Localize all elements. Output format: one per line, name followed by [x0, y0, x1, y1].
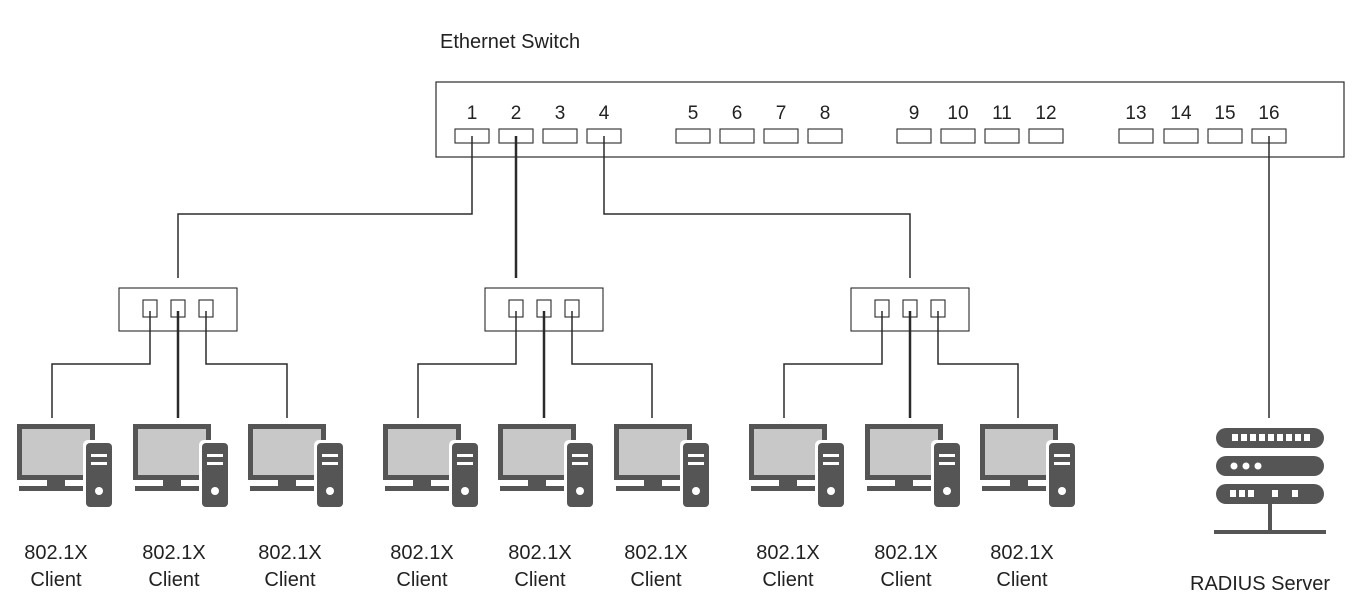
switch-port-9 [896, 128, 932, 144]
hub-port [170, 299, 186, 318]
network-cable [937, 311, 1019, 418]
client-computer: 802.1X Client [498, 424, 596, 591]
switch-port-7 [763, 128, 799, 144]
switch-port-14 [1163, 128, 1199, 144]
client-label-line2: Client [30, 569, 82, 591]
network-cable [205, 311, 288, 418]
hub-port [564, 299, 580, 318]
desktop-computer-icon [498, 424, 596, 510]
hub [484, 287, 604, 332]
switch-port-number: 4 [599, 103, 610, 124]
client-label-line1: 802.1X [874, 542, 937, 564]
switch-port-number: 7 [776, 103, 787, 124]
hub-port [536, 299, 552, 318]
desktop-computer-icon [614, 424, 712, 510]
server-icon [1214, 428, 1326, 534]
switch-port-number: 10 [947, 103, 968, 124]
switch-port-number: 9 [909, 103, 920, 124]
client-label-line2: Client [148, 569, 200, 591]
switch-port-12 [1028, 128, 1064, 144]
switch-port-15 [1207, 128, 1243, 144]
client-label-line1: 802.1X [508, 542, 571, 564]
switch-port-6 [719, 128, 755, 144]
switch-port-5 [675, 128, 711, 144]
client-computer: 802.1X Client [383, 424, 481, 591]
desktop-computer-icon [383, 424, 481, 510]
hub-port [930, 299, 946, 318]
desktop-computer-icon [248, 424, 346, 510]
desktop-computer-icon [980, 424, 1078, 510]
hub-port [508, 299, 524, 318]
network-links [51, 136, 1270, 418]
client-label-line1: 802.1X [624, 542, 687, 564]
switch-port-number: 13 [1125, 103, 1146, 124]
switch-port-number: 14 [1170, 103, 1192, 124]
network-cable [571, 311, 653, 418]
client-label-line1: 802.1X [756, 542, 819, 564]
client-label-line1: 802.1X [390, 542, 453, 564]
radius-server-label: RADIUS Server [1190, 573, 1330, 595]
switch-port-11 [984, 128, 1020, 144]
hubs [118, 287, 970, 332]
network-cable [51, 311, 151, 418]
switch-port-number: 3 [555, 103, 566, 124]
client-label-line2: Client [996, 569, 1048, 591]
switch-title: Ethernet Switch [440, 31, 580, 53]
client-computer: 802.1X Client [980, 424, 1078, 591]
client-computer: 802.1X Client [17, 424, 115, 591]
switch-port-number: 15 [1214, 103, 1235, 124]
client-label-line1: 802.1X [24, 542, 87, 564]
hub-port [142, 299, 158, 318]
client-computer: 802.1X Client [248, 424, 346, 591]
switch-port-number: 1 [467, 103, 478, 124]
switch-port-13 [1118, 128, 1154, 144]
hub [850, 287, 970, 332]
client-computer: 802.1X Client [749, 424, 847, 591]
clients: 802.1XClient802.1XClient802.1XClient802.… [17, 424, 1078, 591]
client-label-line2: Client [630, 569, 682, 591]
switch-port-8 [807, 128, 843, 144]
network-cable [417, 311, 517, 418]
ethernet-switch [435, 81, 1345, 158]
switch-port-number: 5 [688, 103, 699, 124]
desktop-computer-icon [133, 424, 231, 510]
hub [118, 287, 238, 332]
client-label-line2: Client [880, 569, 932, 591]
switch-port-3 [542, 128, 578, 144]
client-computer: 802.1X Client [865, 424, 963, 591]
switch-port-number: 2 [511, 103, 522, 124]
client-label-line1: 802.1X [990, 542, 1053, 564]
client-label-line2: Client [514, 569, 566, 591]
switch-port-10 [940, 128, 976, 144]
client-label-line1: 802.1X [258, 542, 321, 564]
switch-port-number: 12 [1035, 103, 1056, 124]
client-label-line2: Client [762, 569, 814, 591]
switch-port-number: 16 [1258, 103, 1279, 124]
hub-port [874, 299, 890, 318]
desktop-computer-icon [749, 424, 847, 510]
switch-port-number: 8 [820, 103, 831, 124]
network-cable [603, 136, 911, 278]
hub-port [902, 299, 918, 318]
desktop-computer-icon [17, 424, 115, 510]
network-cable [783, 311, 883, 418]
hub-port [198, 299, 214, 318]
client-label-line2: Client [396, 569, 448, 591]
network-cable [177, 136, 473, 278]
switch-port-number: 6 [732, 103, 743, 124]
client-label-line1: 802.1X [142, 542, 205, 564]
client-computer: 802.1X Client [133, 424, 231, 591]
desktop-computer-icon [865, 424, 963, 510]
switch-port-number: 11 [992, 103, 1012, 124]
client-computer: 802.1X Client [614, 424, 712, 591]
client-label-line2: Client [264, 569, 316, 591]
